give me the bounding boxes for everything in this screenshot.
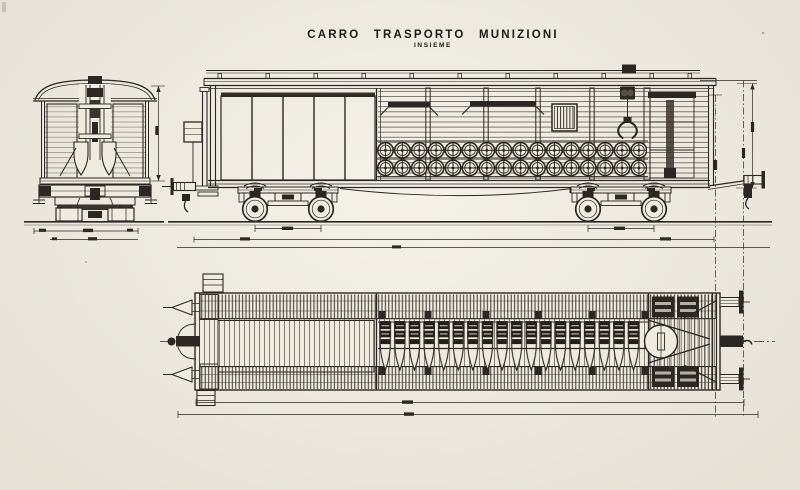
side-dimensions-right bbox=[700, 80, 757, 417]
title-block: CARRO TRASPORTO MUNIZIONI INSIEME bbox=[307, 29, 559, 49]
side-elevation-view bbox=[24, 64, 772, 417]
side-brake-platform bbox=[162, 87, 219, 213]
end-dimension-height bbox=[151, 85, 165, 182]
plan-right-end bbox=[643, 293, 718, 390]
side-right-buffer bbox=[707, 171, 765, 210]
side-right-rack bbox=[648, 92, 696, 179]
end-underframe bbox=[33, 177, 157, 222]
bogie-right bbox=[570, 182, 672, 223]
rail-line bbox=[24, 220, 772, 226]
end-hoist-column bbox=[78, 85, 112, 160]
side-shell-rows bbox=[376, 140, 648, 178]
side-walls bbox=[209, 86, 715, 186]
end-shells bbox=[59, 141, 131, 177]
plan-left-end bbox=[163, 273, 224, 407]
side-dimensions bbox=[177, 225, 770, 249]
side-hoist-pulley bbox=[617, 86, 638, 139]
plan-right-buffers bbox=[719, 290, 753, 391]
plan-crate-block bbox=[217, 293, 378, 390]
side-louvre-window bbox=[551, 103, 578, 132]
scan-artifacts bbox=[2, 2, 765, 263]
plan-shell-block bbox=[378, 293, 650, 390]
end-dimensions-bottom bbox=[33, 228, 139, 241]
plan-view bbox=[160, 273, 775, 418]
drawing-subtitle: INSIEME bbox=[414, 42, 452, 49]
side-roof bbox=[203, 64, 717, 89]
plan-dimensions bbox=[177, 399, 759, 418]
drawing-title: CARRO TRASPORTO MUNIZIONI bbox=[307, 29, 559, 41]
side-crate-grid bbox=[220, 92, 376, 181]
end-view bbox=[33, 76, 165, 241]
bogie-left bbox=[237, 182, 339, 223]
